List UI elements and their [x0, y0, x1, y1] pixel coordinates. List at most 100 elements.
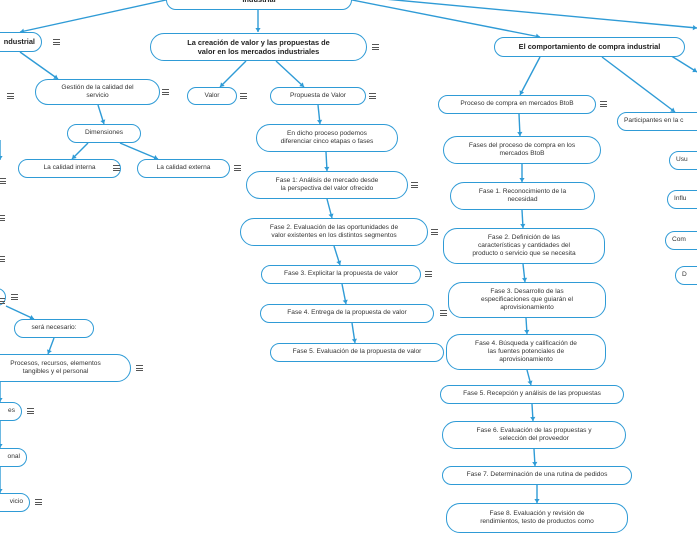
node-label: Valor [204, 91, 220, 99]
connector-arrowhead [324, 166, 330, 171]
node-buy-phase-7[interactable]: Fase 7. Determinación de una rutina de p… [442, 466, 632, 485]
node-root[interactable]: industrial [166, 0, 352, 10]
node-external-quality[interactable]: La calidad externa [137, 159, 230, 178]
connector-arrowhead [0, 444, 3, 448]
node-label: Fase 7. Determinación de una rutina de p… [466, 471, 608, 479]
node-processes[interactable]: Procesos, recursos, elementos tangibles … [0, 354, 131, 382]
node-btob-phases[interactable]: Fases del proceso de compra en los merca… [443, 136, 601, 164]
notes-icon[interactable] [600, 101, 607, 107]
node-label: Fases del proceso de compra en los merca… [468, 141, 576, 157]
node-value[interactable]: Valor [187, 87, 237, 105]
node-label: Com [672, 236, 686, 244]
node-label: industrial [242, 0, 275, 5]
node-quality-management[interactable]: Gestión de la calidad del servicio [35, 79, 160, 105]
node-buy-phase-3[interactable]: Fase 3. Desarrollo de las especificacion… [448, 282, 606, 318]
notes-icon[interactable] [113, 165, 120, 171]
connector-arrowhead [72, 154, 77, 159]
node-buying-behavior[interactable]: El comportamiento de compra industrial [494, 37, 685, 57]
node-role-com[interactable]: Com [665, 231, 697, 250]
connector-line [119, 142, 159, 160]
notes-icon[interactable] [11, 294, 18, 300]
connector-arrowhead [100, 119, 106, 124]
connector-line [387, 0, 697, 29]
connector-arrowhead [342, 299, 348, 304]
node-btob-process[interactable]: Proceso de compra en mercados BtoB [438, 95, 596, 114]
node-dimensions[interactable]: Dimensiones [67, 124, 141, 143]
node-vp-phase-1[interactable]: Fase 1: Análisis de mercado desde la per… [246, 171, 408, 199]
node-label: ndustrial [3, 37, 35, 47]
node-label: vicio [9, 498, 23, 506]
node-label: Influ [674, 195, 687, 203]
node-cut-vicio[interactable]: vicio [0, 493, 30, 512]
node-participants[interactable]: Participantes en la c [617, 112, 697, 131]
node-role-influ[interactable]: Influ [667, 190, 697, 209]
node-buy-phase-1[interactable]: Fase 1. Reconocimiento de la necesidad [450, 182, 595, 210]
connector-arrowhead [299, 82, 304, 87]
node-label: Fase 4. Entrega de la propuesta de valor [287, 309, 407, 317]
node-five-stages[interactable]: En dicho proceso podemos diferenciar cin… [256, 124, 398, 152]
connector-arrowhead [519, 178, 525, 182]
node-buy-phase-6[interactable]: Fase 6. Evaluación de las propuestas y s… [442, 421, 626, 449]
notes-icon[interactable] [411, 182, 418, 188]
notes-icon[interactable] [372, 44, 379, 50]
connector-arrowhead [0, 489, 3, 493]
node-internal-quality[interactable]: La calidad interna [18, 159, 121, 178]
connector-arrowhead [524, 329, 530, 334]
node-buy-phase-8[interactable]: Fase 8. Evaluación y revisión de rendimi… [446, 503, 628, 533]
notes-icon[interactable] [7, 93, 14, 99]
notes-icon[interactable] [431, 229, 438, 235]
node-label: será necesario: [31, 324, 77, 332]
connector-arrowhead [519, 90, 525, 95]
notes-icon[interactable] [35, 499, 42, 505]
notes-icon[interactable] [136, 365, 143, 371]
connector-arrowhead [351, 338, 357, 343]
connector-arrowhead [153, 155, 158, 160]
node-value-creation[interactable]: La creación de valor y las propuestas de… [150, 33, 367, 61]
node-label: Proceso de compra en mercados BtoB [460, 100, 574, 108]
node-necessary[interactable]: será necesario: [14, 319, 94, 338]
notes-icon[interactable] [440, 310, 447, 316]
notes-icon[interactable] [240, 93, 247, 99]
node-label: Gestión de la calidad del servicio [61, 83, 134, 99]
node-vp-phase-2[interactable]: Fase 2. Evaluación de las oportunidades … [240, 218, 428, 246]
node-left-main[interactable]: ndustrial [0, 32, 42, 52]
node-label: Fase 1: Análisis de mercado desde la per… [275, 176, 379, 192]
connector-line [601, 56, 676, 113]
node-buy-phase-4[interactable]: Fase 4. Búsqueda y calificación de las f… [446, 334, 606, 370]
connector-arrowhead [520, 223, 526, 228]
connector-line [5, 305, 35, 320]
node-label: onal [7, 453, 20, 461]
node-label: Fase 3. Explicitar la propuesta de valor [284, 270, 398, 278]
connector-arrowhead [53, 74, 58, 79]
node-vp-phase-4[interactable]: Fase 4. Entrega de la propuesta de valor [260, 304, 434, 323]
connector-arrowhead [534, 499, 540, 503]
node-vp-phase-5[interactable]: Fase 5. Evaluación de la propuesta de va… [270, 343, 444, 362]
node-label: Usu [676, 156, 688, 164]
node-role-usu[interactable]: Usu [669, 151, 697, 170]
node-vp-phase-3[interactable]: Fase 3. Explicitar la propuesta de valor [261, 265, 421, 284]
notes-icon[interactable] [234, 165, 241, 171]
node-buy-phase-2[interactable]: Fase 2. Definición de las característica… [443, 228, 605, 264]
node-value-proposition[interactable]: Propuesta de Valor [270, 87, 366, 105]
notes-icon[interactable] [0, 215, 5, 221]
notes-icon[interactable] [369, 93, 376, 99]
node-cut-onal[interactable]: onal [0, 448, 27, 467]
notes-icon[interactable] [0, 178, 6, 184]
node-buy-phase-5[interactable]: Fase 5. Recepción y análisis de las prop… [440, 385, 624, 404]
node-label: Fase 1. Reconocimiento de la necesidad [478, 187, 567, 203]
notes-icon[interactable] [162, 89, 169, 95]
node-label: Procesos, recursos, elementos tangibles … [10, 359, 101, 375]
notes-icon[interactable] [27, 408, 34, 414]
notes-icon[interactable] [425, 271, 432, 277]
notes-icon[interactable] [0, 256, 5, 262]
connector-arrowhead [316, 119, 323, 124]
connector-arrowhead [0, 156, 3, 160]
notes-icon[interactable] [53, 39, 60, 45]
node-role-d[interactable]: D [675, 266, 697, 285]
connector-line [219, 60, 247, 88]
connector-arrowhead [532, 461, 538, 466]
connector-arrowhead [46, 349, 52, 354]
notes-icon[interactable] [0, 298, 5, 304]
node-cut-es[interactable]: es [0, 402, 22, 421]
connector-arrowhead [328, 213, 334, 218]
